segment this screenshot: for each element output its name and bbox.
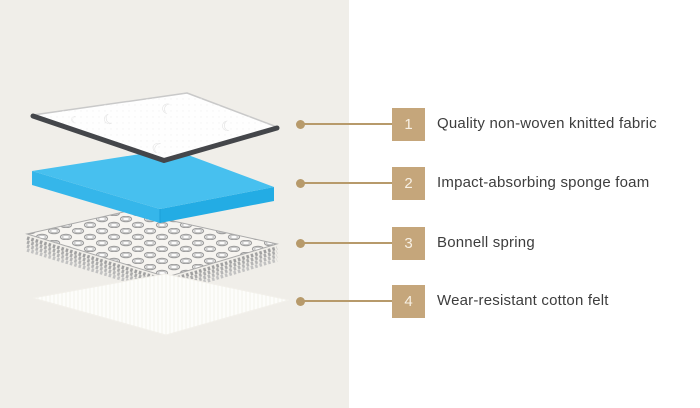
legend-item-fabric: 1 Quality non-woven knitted fabric [0,107,700,141]
felt-layer [32,273,290,336]
fabric-layer: ☾ ☾ ☾ ☾ ☾ ☾ [30,92,280,163]
svg-text:☾: ☾ [69,115,79,126]
connector-line [301,300,392,302]
legend-number-badge: 3 [392,226,425,260]
connector-line [301,123,392,125]
legend-label: Wear-resistant cotton felt [437,292,609,309]
connector-line [301,182,392,184]
connector-dot [296,119,305,129]
legend-item-felt: 4 Wear-resistant cotton felt [0,284,700,318]
connector-line [301,242,392,244]
legend-number-badge: 1 [392,107,425,141]
connector-dot [296,238,305,248]
diagram-panel: ☾ ☾ ☾ ☾ ☾ ☾ [0,0,349,408]
legend-label: Quality non-woven knitted fabric [437,115,657,132]
svg-text:☾: ☾ [159,100,175,119]
legend-label: Bonnell spring [437,234,535,251]
legend-item-spring: 3 Bonnell spring [0,226,700,260]
legend-item-foam: 2 Impact-absorbing sponge foam [0,166,700,200]
foam-layer [32,149,274,223]
svg-text:☾: ☾ [220,118,235,136]
legend-number-badge: 4 [392,284,425,318]
mattress-exploded-diagram: ☾ ☾ ☾ ☾ ☾ ☾ [25,92,290,336]
moon-pattern-icon: ☾ ☾ ☾ ☾ ☾ ☾ [69,100,253,159]
connector-dot [296,178,305,188]
legend-label: Impact-absorbing sponge foam [437,174,650,191]
connector-dot [296,296,305,306]
svg-text:☾: ☾ [101,110,118,129]
legend-number-badge: 2 [392,166,425,200]
svg-text:☾: ☾ [148,139,166,159]
legend-panel [349,0,700,408]
